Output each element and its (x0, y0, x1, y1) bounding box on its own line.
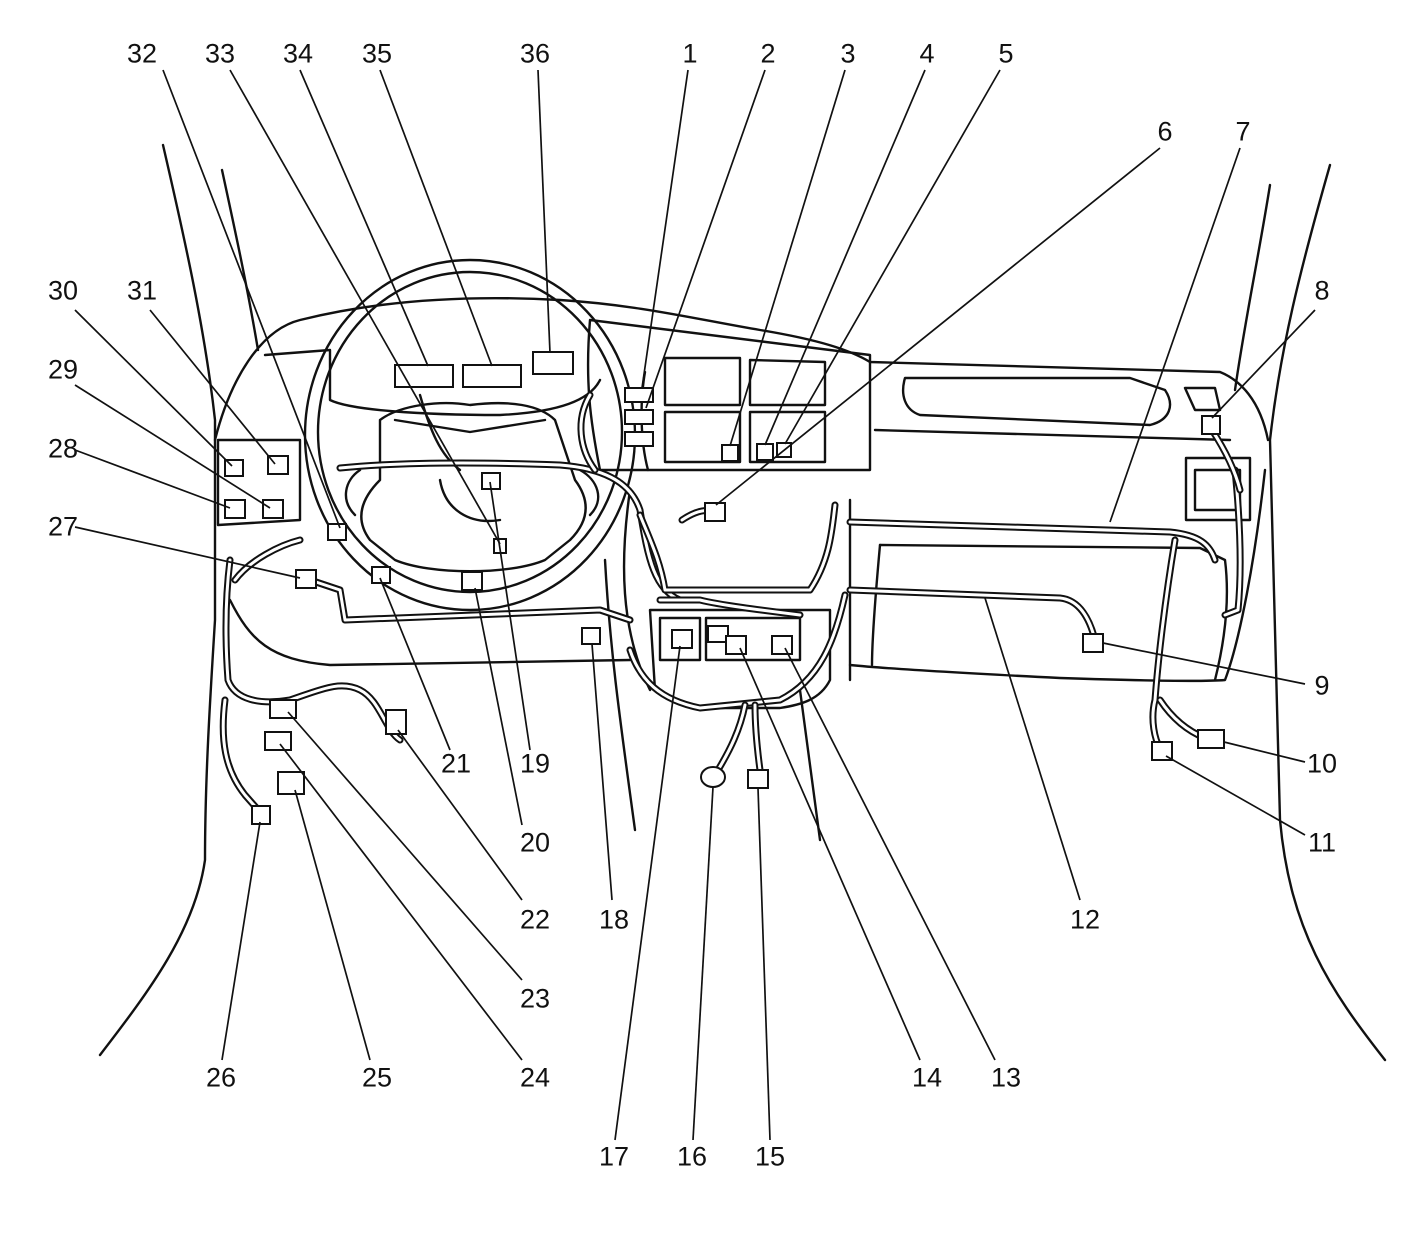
callout-8: 8 (1314, 275, 1330, 306)
callout-3: 3 (840, 38, 856, 69)
callout-20: 20 (519, 827, 551, 858)
callout-32: 32 (126, 38, 158, 69)
callout-18: 18 (598, 904, 630, 935)
callout-11: 11 (1307, 827, 1337, 858)
callout-33: 33 (204, 38, 236, 69)
body-outline (98, 143, 1387, 1062)
callout-14: 14 (911, 1062, 943, 1093)
callout-17: 17 (598, 1141, 630, 1172)
leader-lines (74, 69, 1316, 1141)
callout-15: 15 (754, 1141, 786, 1172)
callout-28: 28 (47, 433, 79, 464)
callout-22: 22 (519, 904, 551, 935)
steering-wheel (303, 258, 637, 612)
callout-7: 7 (1235, 116, 1251, 147)
callout-36: 36 (519, 38, 551, 69)
callout-24: 24 (519, 1062, 551, 1093)
callout-9: 9 (1314, 670, 1330, 701)
callout-13: 13 (990, 1062, 1022, 1093)
callout-30: 30 (47, 275, 79, 306)
callout-25: 25 (361, 1062, 393, 1093)
callout-26: 26 (205, 1062, 237, 1093)
callout-19: 19 (519, 748, 551, 779)
callout-1: 1 (682, 38, 698, 69)
callout-2: 2 (760, 38, 776, 69)
callout-27: 27 (47, 511, 79, 542)
callout-31: 31 (126, 275, 158, 306)
callout-4: 4 (919, 38, 935, 69)
callout-35: 35 (361, 38, 393, 69)
connectors (224, 415, 1225, 825)
cluster-components (394, 351, 654, 447)
callout-12: 12 (1069, 904, 1101, 935)
callout-5: 5 (998, 38, 1014, 69)
callout-21: 21 (440, 748, 472, 779)
callout-10: 10 (1306, 748, 1338, 779)
callout-6: 6 (1157, 116, 1173, 147)
callout-29: 29 (47, 354, 79, 385)
callout-34: 34 (282, 38, 314, 69)
callout-16: 16 (676, 1141, 708, 1172)
callout-23: 23 (519, 983, 551, 1014)
